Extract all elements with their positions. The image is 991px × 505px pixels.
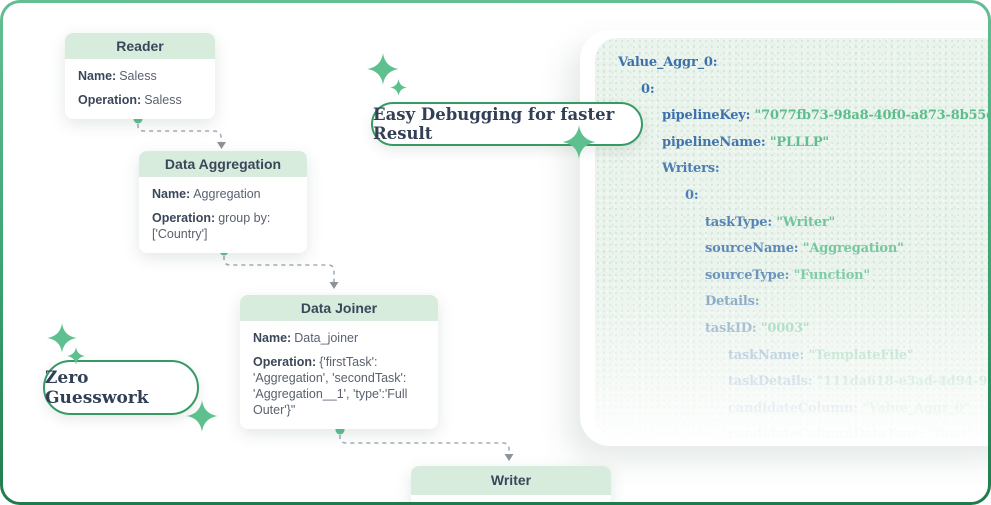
node-data-joiner-title: Data Joiner [240, 295, 438, 321]
code-line: taskDetails: "111da618-e3ad-4d94-91ff-10… [728, 374, 988, 390]
field-operation: Operation:group by: ['Country'] [152, 211, 271, 241]
node-data-aggregation-title: Data Aggregation [139, 151, 307, 177]
field-operation: Operation:Saless [78, 93, 182, 107]
sparkle-icon [390, 79, 407, 96]
code-line: taskName: "TemplateFile" [728, 347, 914, 363]
field-name: Name:Saless [78, 69, 157, 83]
code-line: 0: [641, 81, 655, 97]
arrowhead-icon [329, 282, 339, 289]
badge-easy-debugging: Easy Debugging for faster Result [371, 102, 643, 146]
code-line: pipelineKey: "7077fb73-98a8-40f0-a873-8b… [662, 108, 988, 124]
node-reader: Reader Name:Saless Operation:Saless [65, 33, 215, 119]
code-line: Details: [705, 294, 760, 310]
badge-easy-debugging-label: Easy Debugging for faster Result [373, 105, 615, 143]
field-operation: Operation:{'firstTask': 'Aggregation', '… [253, 355, 408, 417]
frame-background: Value_Aggr_0: 0: pipelineKey: "7077fb73-98… [3, 3, 988, 502]
node-data-joiner: Data Joiner Name:Data_joiner Operation:{… [240, 295, 438, 429]
sparkle-icon [47, 323, 77, 353]
arrowhead-icon [504, 454, 514, 461]
node-writer-title: Writer [411, 466, 611, 495]
arrowhead-icon [217, 142, 226, 149]
code-line: taskID: "0003" [705, 320, 810, 336]
connector-aggregation-joiner [223, 256, 335, 282]
code-line: candidateColumnDataType: "float" [728, 427, 974, 438]
connector-reader-aggregation [137, 124, 222, 142]
sparkle-icon [367, 53, 399, 85]
badge-zero-guesswork: Zero Guesswork [43, 360, 199, 415]
node-writer: Writer [411, 466, 611, 502]
code-line: sourceType: "Function" [705, 267, 871, 283]
code-panel-card: Value_Aggr_0: 0: pipelineKey: "7077fb73-98… [580, 30, 988, 446]
code-line: candidateColumn: "Value_Aggr_0" [728, 400, 971, 416]
node-data-aggregation: Data Aggregation Name:Aggregation Operat… [139, 151, 307, 253]
field-name: Name:Data_joiner [253, 331, 359, 345]
connector-joiner-writer [339, 435, 510, 454]
code-block: Value_Aggr_0: 0: pipelineKey: "7077fb73-98… [595, 38, 988, 438]
code-line: Value_Aggr_0: [618, 55, 718, 70]
field-name: Name:Aggregation [152, 187, 261, 201]
badge-zero-guesswork-label: Zero Guesswork [45, 367, 149, 408]
code-line: Writers: [662, 161, 720, 177]
code-line: 0: [685, 187, 699, 203]
code-panel-background: Value_Aggr_0: 0: pipelineKey: "7077fb73-98… [595, 38, 988, 438]
code-line: pipelineName: "PLLLP" [662, 134, 829, 150]
node-reader-title: Reader [65, 33, 215, 59]
code-line: taskType: "Writer" [705, 214, 836, 230]
code-line: sourceName: "Aggregation" [705, 241, 904, 257]
